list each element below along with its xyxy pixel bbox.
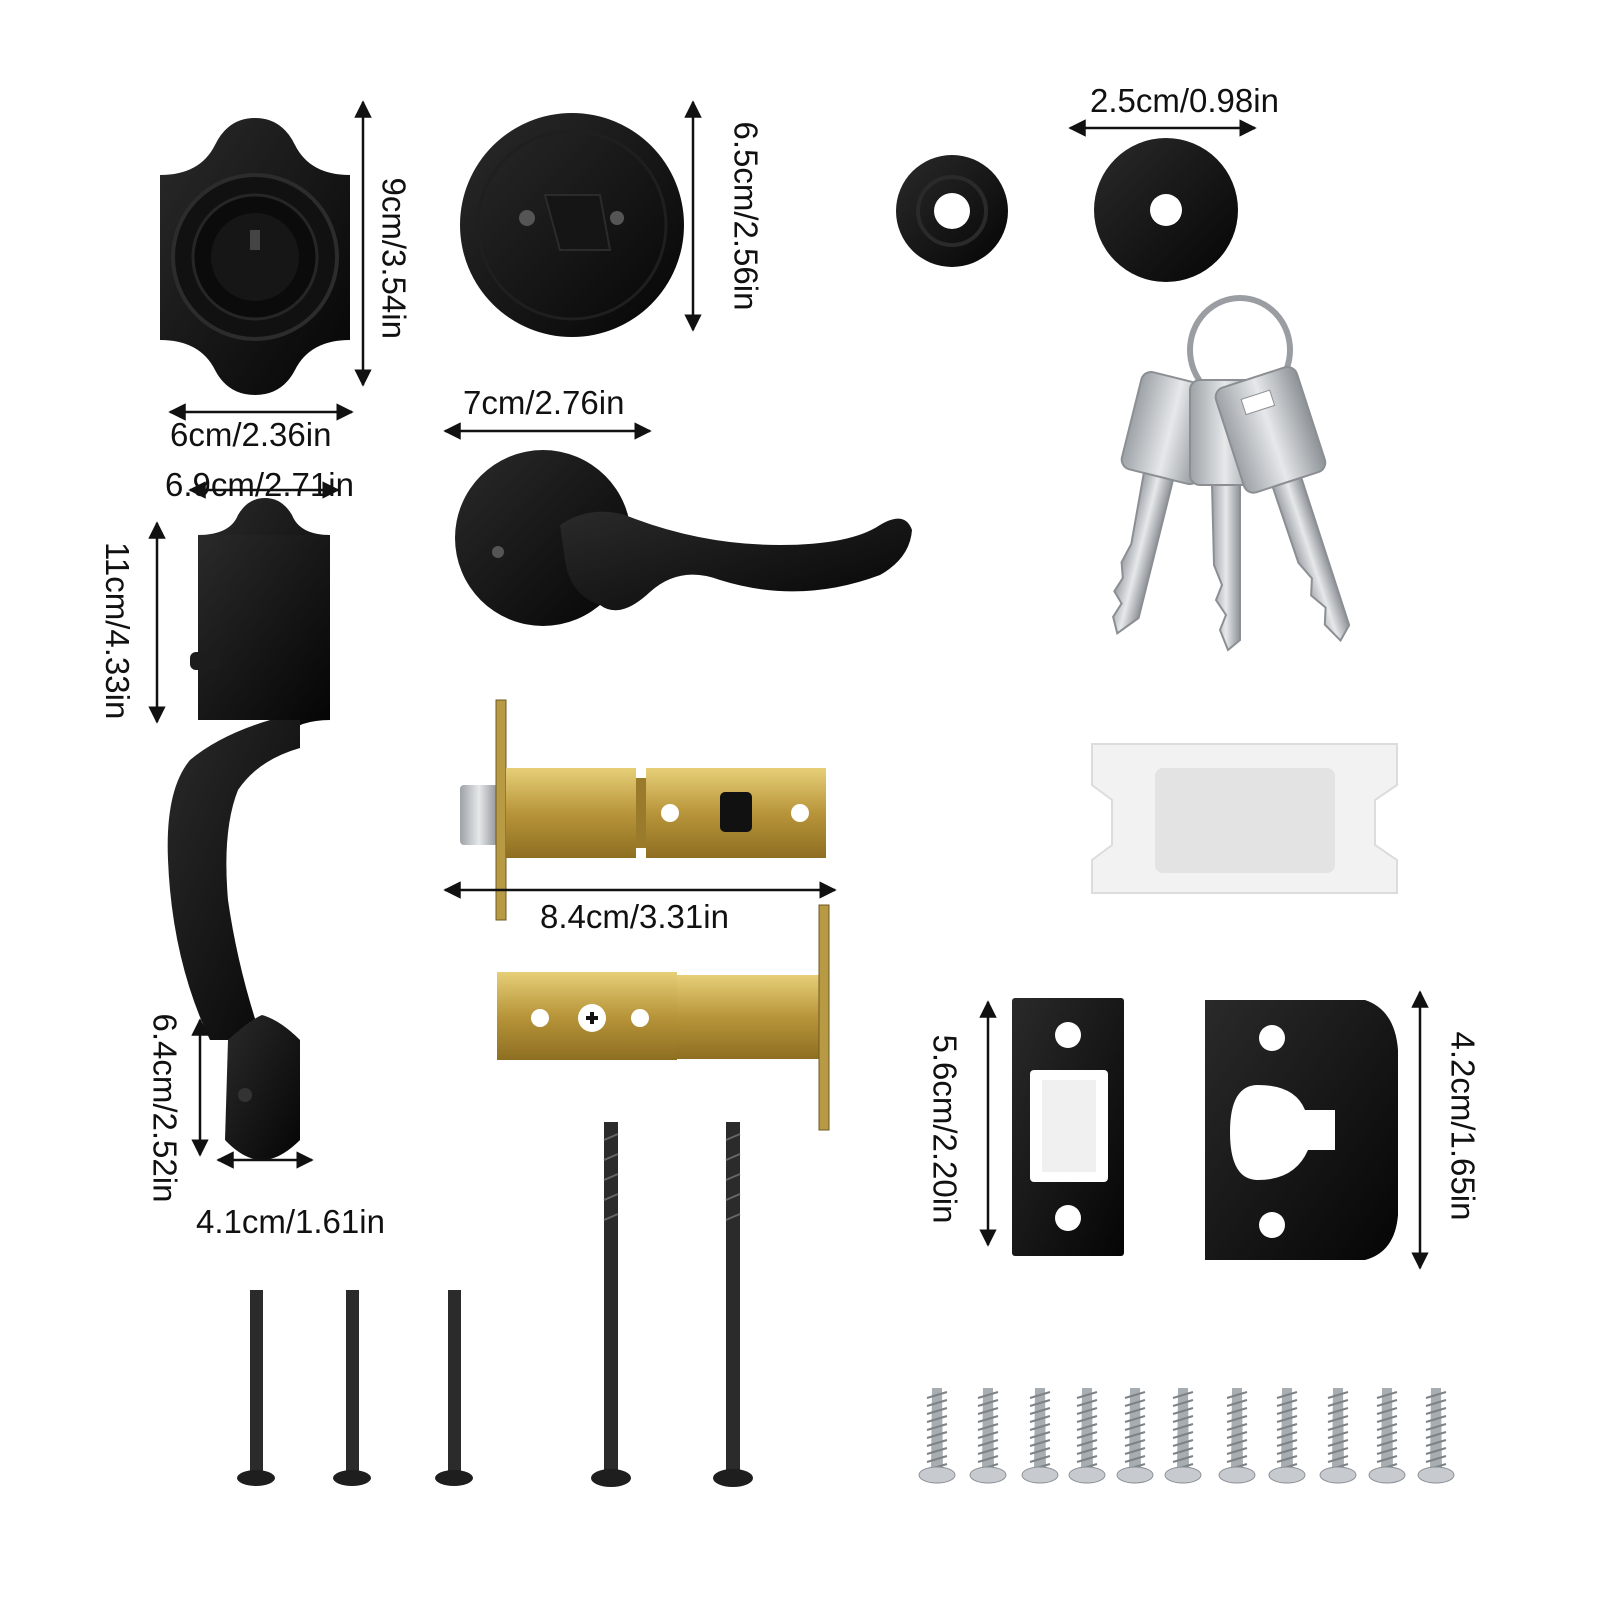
- wood-screw: [918, 1388, 956, 1484]
- wood-screw: [1319, 1388, 1357, 1484]
- deadbolt-exterior-width-label: 6cm/2.36in: [170, 416, 332, 453]
- lever-width-label: 7cm/2.76in: [463, 384, 625, 421]
- deadbolt-interior-height-label: 6.5cm/2.56in: [727, 121, 765, 311]
- latch-length-label: 8.4cm/3.31in: [540, 898, 729, 935]
- wood-screw: [1368, 1388, 1406, 1484]
- strike-plate-large-height-label: 4.2cm/1.65in: [1444, 1031, 1482, 1221]
- handle-bottom-width-label: 4.1cm/1.61in: [196, 1203, 385, 1240]
- handle-height-label: 11cm/4.33in: [99, 542, 136, 720]
- deadbolt-interior-icon: [460, 113, 684, 337]
- latch-upper-icon: [460, 699, 826, 921]
- lever-icon: [455, 450, 912, 626]
- strike-plate-small-height-label: 5.6cm/2.20in: [926, 1034, 964, 1224]
- wood-screw: [969, 1388, 1007, 1484]
- deadbolt-exterior-height-label: 9cm/3.54in: [375, 177, 413, 339]
- wood-screws-icon: [918, 1388, 1455, 1484]
- medium-screws-icon: [237, 1290, 473, 1486]
- handle-set-icon: [167, 498, 330, 1160]
- handle-width-label: 6.9cm/2.71in: [165, 466, 354, 503]
- wood-screw: [1021, 1388, 1059, 1484]
- keys-icon: [1112, 295, 1351, 652]
- rosette-large-icon: [1094, 138, 1238, 282]
- wood-screw: [1164, 1388, 1202, 1484]
- strike-plate-large-icon: [1205, 1000, 1398, 1260]
- rosette-small-icon: [896, 155, 1008, 267]
- latch-lower-icon: [497, 904, 830, 1131]
- long-screws-icon: [591, 1122, 753, 1487]
- wood-screw: [1068, 1388, 1106, 1484]
- wood-screw: [1218, 1388, 1256, 1484]
- handle-bottom-height-label: 6.4cm/2.52in: [146, 1013, 184, 1203]
- wood-screw: [1268, 1388, 1306, 1484]
- wood-screw: [1116, 1388, 1154, 1484]
- wood-screw: [1417, 1388, 1455, 1484]
- deadbolt-exterior-icon: [160, 118, 350, 395]
- dust-box-icon: [1091, 743, 1398, 894]
- strike-plate-small-icon: [1012, 998, 1124, 1256]
- rosette-width-label: 2.5cm/0.98in: [1090, 82, 1279, 119]
